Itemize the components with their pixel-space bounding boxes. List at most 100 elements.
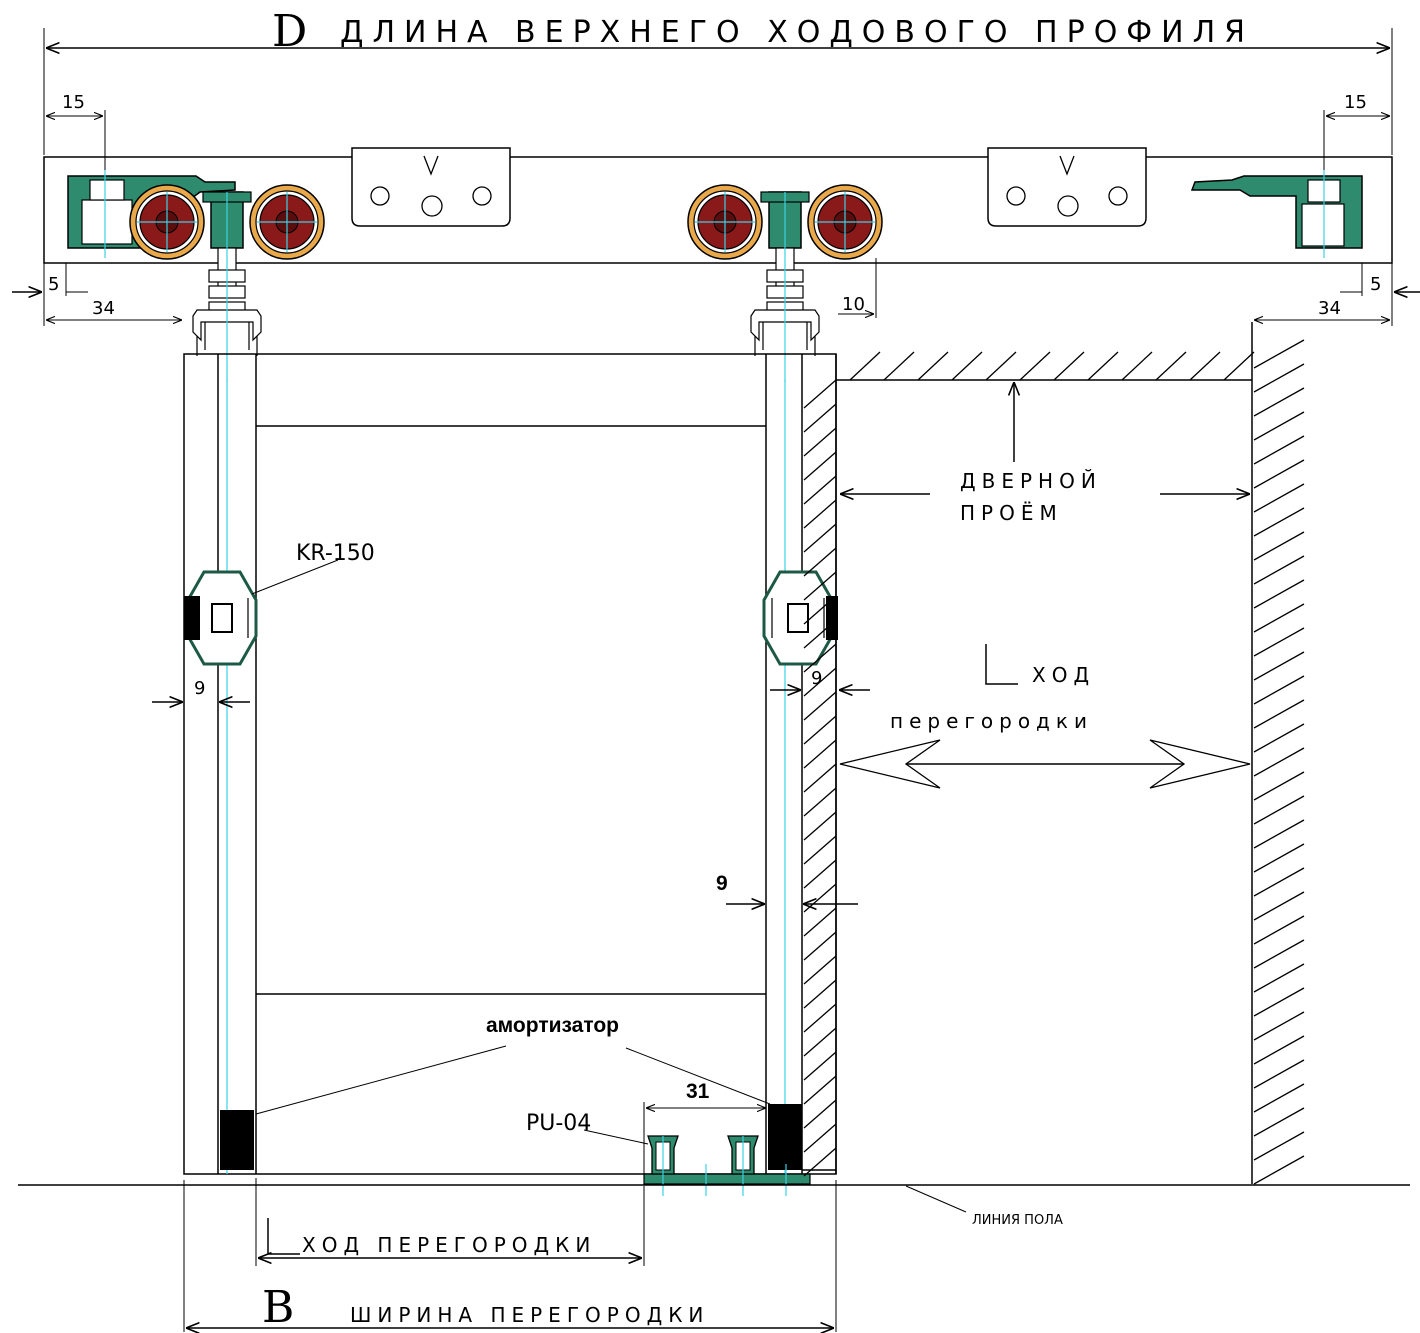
hatch-line: [803, 475, 837, 505]
hatch-line: [1253, 699, 1305, 729]
hatch-line: [1253, 1035, 1305, 1065]
hatch-line: [1253, 795, 1305, 825]
wall-top-hatched: [836, 351, 1255, 381]
hatch-line: [803, 619, 837, 649]
right-end-stop: [1190, 170, 1363, 258]
hatch-line: [1253, 963, 1305, 993]
hatch-line: [803, 715, 837, 745]
travel-right-line1: ХОД: [1032, 663, 1095, 687]
hatch-line: [803, 739, 837, 769]
hatch-line: [1253, 579, 1305, 609]
dim-left-34-text: 34: [92, 298, 115, 319]
hatch-line: [1253, 723, 1305, 753]
bottom-overall-dimension: B ШИРИНА ПЕРЕГОРОДКИ: [183, 1180, 837, 1333]
hatch-line: [883, 351, 915, 381]
top-dimension-caption: ДЛИНА ВЕРХНЕГО ХОДОВОГО ПРОФИЛЯ: [340, 15, 1254, 50]
hatch-line: [803, 379, 837, 409]
hatch-line: [1253, 435, 1305, 465]
hatch-line: [1087, 351, 1119, 381]
hatch-line: [1253, 1083, 1305, 1113]
mounting-bracket-left: [351, 147, 511, 227]
hatch-line: [1253, 387, 1305, 417]
hatch-line: [1253, 1059, 1305, 1089]
hatch-line: [803, 643, 837, 673]
hatch-line: [1253, 987, 1305, 1017]
hatch-line: [803, 571, 837, 601]
dim-right-34-text: 34: [1318, 298, 1341, 319]
hatch-line: [803, 499, 837, 529]
hatch-line: [1223, 351, 1255, 381]
wall-right-hatched: [1251, 322, 1305, 1185]
dim-gap-lower-9-text: 9: [716, 872, 728, 895]
hatch-line: [803, 787, 837, 817]
dim-right-15: 15: [1323, 92, 1390, 190]
dim-offset-10-text: 10: [842, 294, 865, 315]
hatch-line: [803, 811, 837, 841]
hatch-line: [1253, 363, 1305, 393]
hatch-line: [1253, 627, 1305, 657]
dim-gap-right-9-text: 9: [811, 668, 822, 689]
hatch-line: [1253, 867, 1305, 897]
right-roller-carriage: [688, 185, 882, 382]
kr150-clip-left: [184, 570, 258, 666]
hatch-line: [1253, 459, 1305, 489]
hatch-line: [803, 883, 837, 913]
hatch-line: [803, 835, 837, 865]
travel-bottom-caption: ХОД ПЕРЕГОРОДКИ: [302, 1233, 596, 1257]
hatch-line: [803, 1051, 837, 1081]
damper-left: [220, 1110, 254, 1170]
hatch-line: [803, 1027, 837, 1057]
hatch-line: [1121, 351, 1153, 381]
hatch-line: [803, 691, 837, 721]
dim-width-31: 31: [643, 1080, 766, 1176]
hatch-line: [803, 523, 837, 553]
hatch-line: [803, 1003, 837, 1033]
floor-line-label: ЛИНИЯ ПОЛА: [972, 1213, 1063, 1228]
top-dimension-letter: D: [272, 6, 307, 57]
travel-bottom-dimension: ХОД ПЕРЕГОРОДКИ: [255, 1178, 645, 1266]
dim-right-15-text: 15: [1344, 92, 1367, 113]
hatch-line: [1253, 747, 1305, 777]
pu04-callout: PU-04: [526, 1111, 649, 1145]
mounting-bracket-right: [987, 147, 1147, 227]
hatch-line: [1253, 411, 1305, 441]
hatch-line: [803, 1099, 837, 1129]
hatch-line: [803, 1123, 837, 1153]
hatch-line: [1253, 1155, 1305, 1185]
travel-right-line2: перегородки: [890, 709, 1093, 733]
kr150-clip-right: [762, 570, 838, 666]
hatch-line: [917, 351, 949, 381]
dim-left-15-text: 15: [62, 92, 85, 113]
hatch-line: [803, 547, 837, 577]
top-track-profile: [43, 156, 1393, 264]
pu04-bottom-guide: [643, 1135, 811, 1196]
hatch-line: [803, 979, 837, 1009]
hatch-line: [1253, 339, 1305, 369]
hatch-line: [803, 427, 837, 457]
damper-label: амортизатор: [486, 1014, 619, 1037]
hatch-line: [803, 451, 837, 481]
hatch-line: [985, 351, 1017, 381]
hatch-line: [1189, 351, 1221, 381]
hatch-line: [1253, 819, 1305, 849]
dim-gap-left-9: 9: [152, 678, 250, 702]
hatch-line: [1253, 555, 1305, 585]
hatch-line: [1253, 771, 1305, 801]
hatch-line: [803, 403, 837, 433]
top-overall-dimension: D ДЛИНА ВЕРХНЕГО ХОДОВОГО ПРОФИЛЯ: [43, 6, 1393, 155]
dim-left-5: 5: [12, 263, 88, 296]
hatch-line: [951, 351, 983, 381]
wall-left-hatched: [802, 354, 837, 1177]
hatch-line: [1253, 891, 1305, 921]
hatch-line: [1253, 507, 1305, 537]
hatch-line: [803, 1147, 837, 1177]
dim-right-5: 5: [1340, 263, 1420, 296]
kr150-label: KR-150: [296, 541, 375, 566]
kr150-callout: KR-150: [251, 541, 375, 595]
door-opening-line1: ДВЕРНОЙ: [960, 469, 1102, 493]
dim-gap-right-9: 9: [770, 668, 870, 690]
bottom-dimension-letter: B: [262, 1282, 294, 1333]
hatch-line: [803, 859, 837, 889]
hatch-line: [803, 667, 837, 697]
